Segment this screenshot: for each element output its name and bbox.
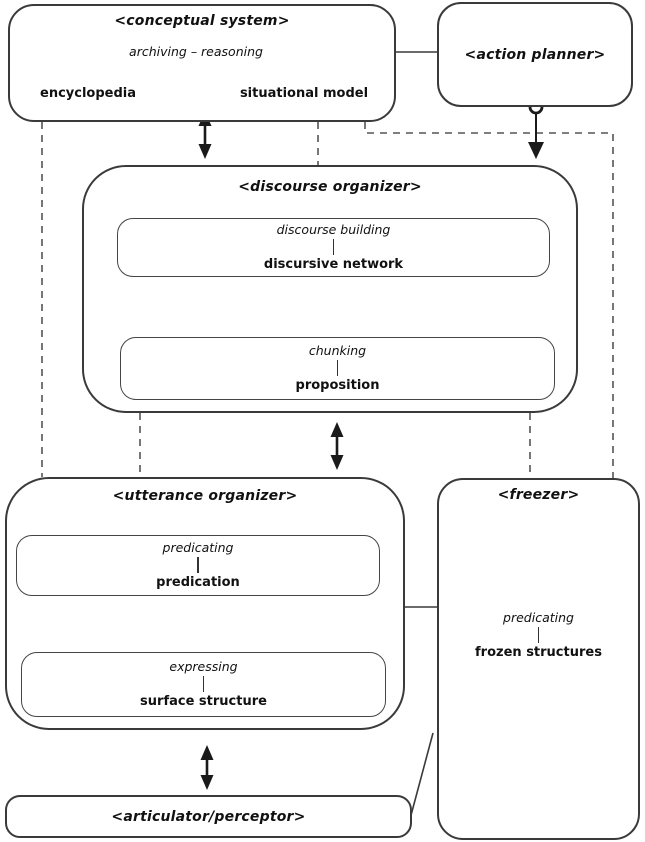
action-planner-output-connector <box>528 99 544 159</box>
process-structure-tick <box>336 360 339 376</box>
articulator-perceptor-box: <articulator/perceptor> <box>5 795 412 838</box>
discursive-network-unit-box: discourse building discursive network <box>117 218 550 277</box>
surface-structure-structure-label: surface structure <box>140 694 267 709</box>
freezer-to-articulator-link <box>409 732 434 820</box>
freezer-title: <freezer> <box>497 487 580 503</box>
process-structure-tick <box>332 239 335 255</box>
process-structure-tick <box>197 557 199 573</box>
down-arrow-icon <box>528 142 544 159</box>
dashed-link-conceptual-to-freezer <box>364 122 614 478</box>
chunking-process-label: chunking <box>308 343 367 358</box>
expressing-process-label: expressing <box>169 659 238 674</box>
articulator-perceptor-title: <articulator/perceptor> <box>111 808 306 825</box>
utterance-organizer-box: <utterance organizer> predicating predic… <box>5 477 405 730</box>
predication-unit-box: predicating predication <box>16 535 380 596</box>
discursive-network-structure-label: discursive network <box>263 257 404 272</box>
action-planner-title: <action planner> <box>464 46 606 63</box>
discourse-building-process-label: discourse building <box>276 222 391 237</box>
conceptual-system-box: <conceptual system> archiving – reasonin… <box>8 4 396 122</box>
bidirectional-arrow-discourse-utterance <box>330 422 344 470</box>
surface-structure-unit-box: expressing surface structure <box>21 652 386 717</box>
freezer-box: <freezer> predicating frozen structures <box>437 478 640 840</box>
process-structure-tick <box>537 627 540 643</box>
frozen-structures-unit: predicating frozen structures <box>439 610 638 661</box>
action-planner-box: <action planner> <box>437 2 633 107</box>
predication-structure-label: predication <box>156 575 240 590</box>
frozen-structures-structure-label: frozen structures <box>475 645 602 660</box>
utterance-organizer-title: <utterance organizer> <box>112 488 298 504</box>
predicating-process-label: predicating <box>162 540 234 555</box>
situational-model-store-label: situational model <box>239 86 369 101</box>
proposition-unit-box: chunking proposition <box>120 337 555 400</box>
conceptual-system-title: <conceptual system> <box>114 13 290 29</box>
process-structure-tick <box>202 676 205 692</box>
conceptual-system-process-label: archiving – reasoning <box>129 44 263 59</box>
freezer-predicating-process-label: predicating <box>503 610 574 625</box>
encyclopedia-store-label: encyclopedia <box>40 86 137 101</box>
discourse-organizer-box: <discourse organizer> discourse building… <box>82 165 578 413</box>
proposition-structure-label: proposition <box>295 378 380 393</box>
bidirectional-arrow-utterance-articulator <box>200 745 214 790</box>
discourse-organizer-title: <discourse organizer> <box>238 179 422 195</box>
